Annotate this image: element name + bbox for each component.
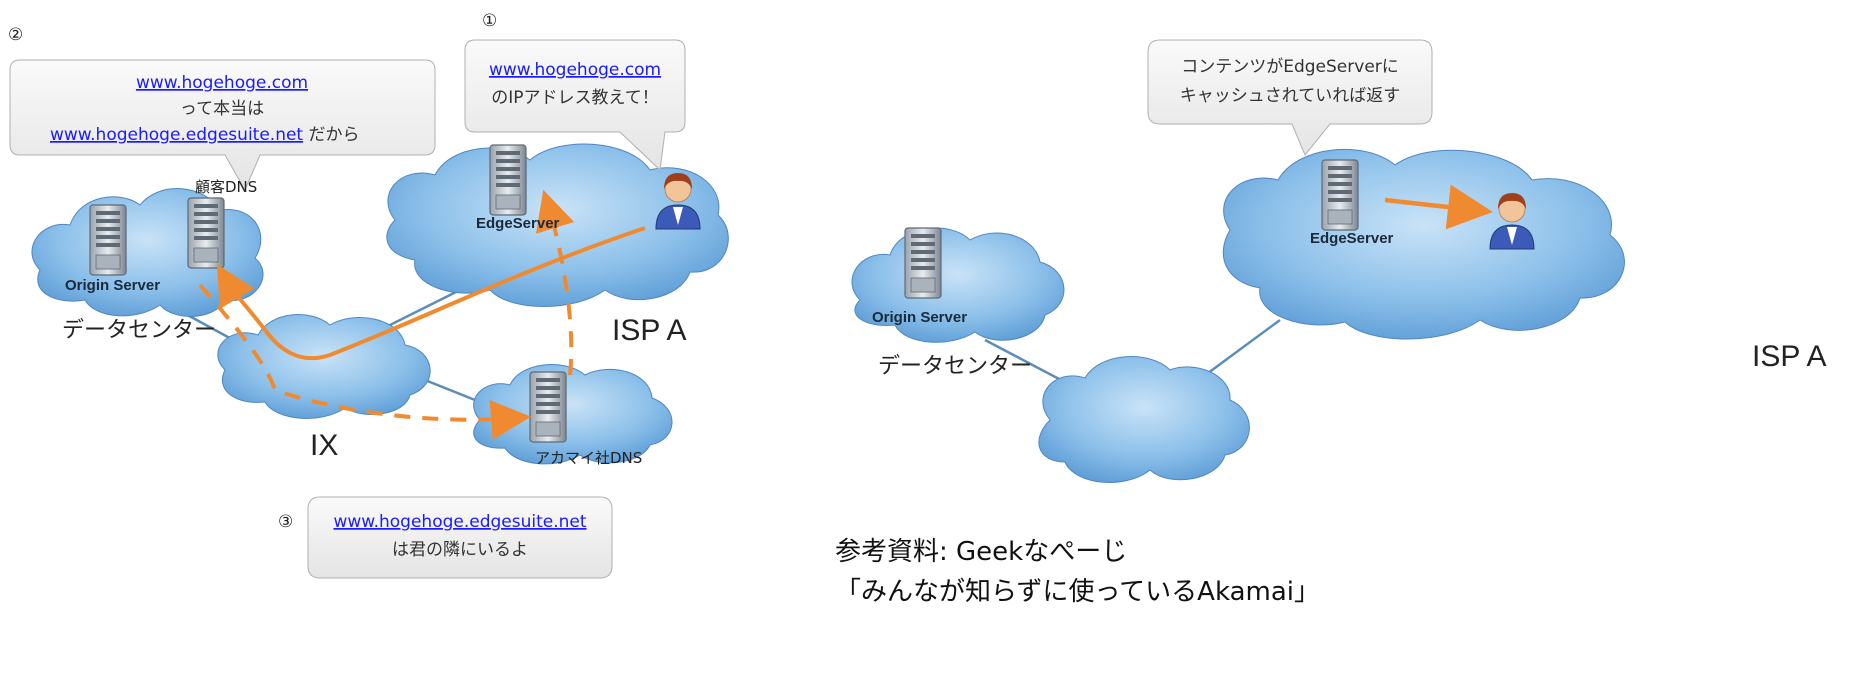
bubble2-suffix: だから	[303, 125, 359, 145]
edge-server-label-left: EdgeServer	[476, 215, 560, 232]
bubble-right-line2: キャッシュされていれば返す	[1180, 86, 1401, 106]
isp-label-left: ISP A	[612, 314, 687, 347]
bubble2-line3: www.hogehoge.edgesuite.net だから	[50, 125, 360, 145]
step-3-marker: ③	[278, 512, 293, 532]
request-path-solid	[216, 226, 646, 361]
origin-server-icon-left	[89, 204, 127, 276]
cloud-isp-right	[1222, 148, 1625, 340]
cloud-datacenter-left	[31, 188, 264, 317]
data-center-label-right: データセンター	[878, 354, 1032, 379]
bubble3-link[interactable]: www.hogehoge.edgesuite.net	[333, 512, 586, 532]
reference-line-1: 参考資料: Geekなぺーじ	[835, 537, 1127, 567]
ix-label: IX	[310, 429, 338, 462]
edge-server-label-right: EdgeServer	[1310, 230, 1394, 247]
request-path-dashed	[198, 189, 575, 440]
response-arrow	[1384, 184, 1493, 230]
edge-server-icon-right	[1321, 159, 1359, 231]
akamai-dns-server-icon	[529, 371, 567, 443]
origin-server-label-left: Origin Server	[65, 277, 160, 294]
bubble1-link[interactable]: www.hogehoge.com	[489, 60, 661, 80]
cloud-middle-right	[1038, 356, 1250, 483]
origin-server-label-right: Origin Server	[872, 309, 967, 326]
bubble1-text: のIPアドレス教えて！	[491, 88, 658, 108]
reference-line-2: 「みんなが知らずに使っているAkamai」	[835, 577, 1320, 607]
data-center-label-left: データセンター	[62, 318, 216, 343]
customer-dns-label: 顧客DNS	[195, 178, 257, 196]
bubble2-link-1[interactable]: www.hogehoge.com	[136, 73, 308, 93]
bubble2-link-3[interactable]: www.hogehoge.edgesuite.net	[50, 125, 303, 145]
speech-bubble-2	[9, 59, 436, 192]
speech-bubble-3	[307, 496, 613, 579]
origin-server-icon-right	[904, 227, 942, 299]
bubble3-text: は君の隣にいるよ	[392, 540, 528, 560]
step-2-marker: ②	[8, 25, 23, 45]
customer-dns-server-icon	[187, 197, 225, 269]
edge-server-icon-left	[489, 144, 527, 216]
akamai-dns-label: アカマイ社DNS	[535, 449, 642, 467]
step-1-marker: ①	[482, 11, 497, 31]
speech-bubble-1	[464, 39, 686, 172]
isp-label-right: ISP A	[1752, 340, 1827, 373]
speech-bubble-right	[1147, 39, 1433, 156]
bubble2-text: って本当は	[180, 99, 264, 119]
bubble-right-line1: コンテンツがEdgeServerに	[1181, 57, 1399, 77]
